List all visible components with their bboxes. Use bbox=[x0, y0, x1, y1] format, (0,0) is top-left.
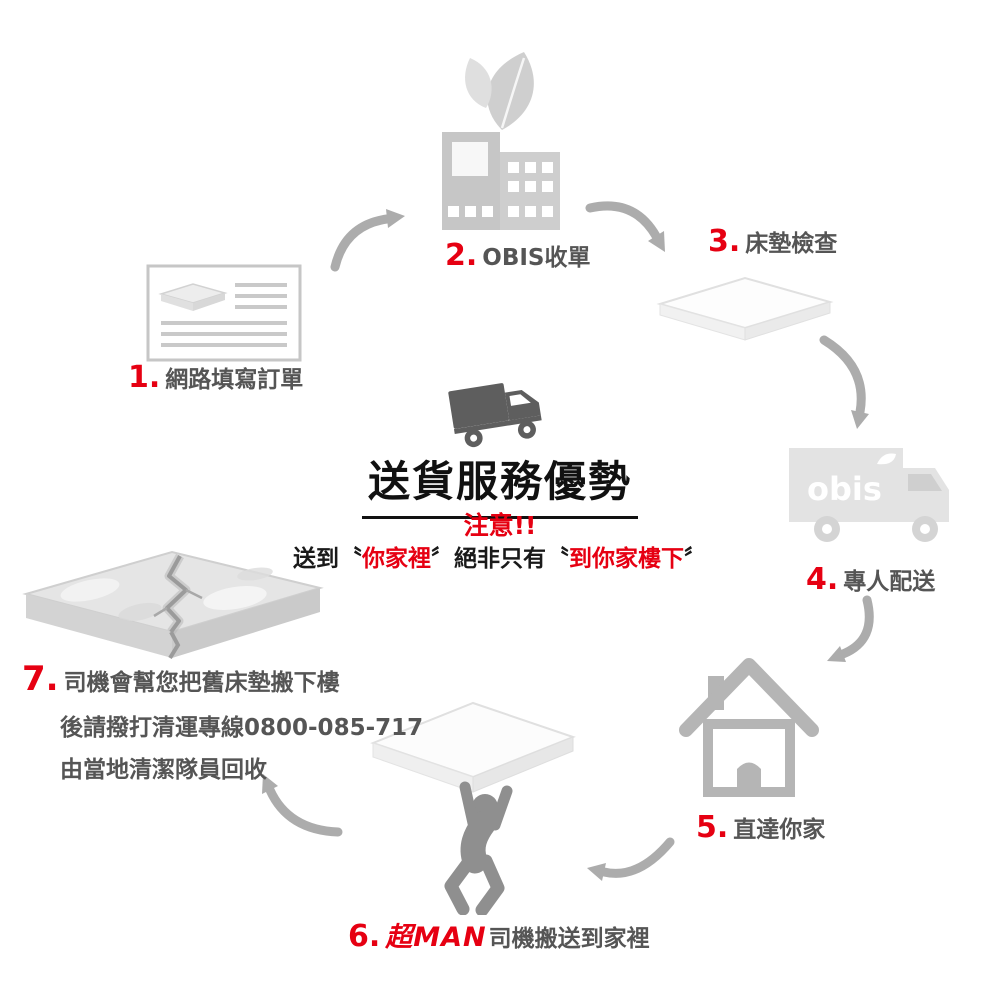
arrow-step6-to-step7-icon bbox=[250, 768, 345, 843]
tagline-segment-2: 絕非只有 bbox=[454, 546, 546, 572]
step-2-text: OBIS收單 bbox=[482, 245, 591, 271]
mattress-icon bbox=[652, 272, 838, 342]
step-4-text: 專人配送 bbox=[843, 569, 936, 595]
arrow-step5-to-step6-icon bbox=[578, 832, 678, 887]
step-5-label: 5. 直達你家 bbox=[696, 810, 825, 844]
step-2-number: 2. bbox=[445, 238, 478, 273]
house-icon bbox=[678, 650, 820, 808]
tagline: 送到〝你家裡〞絕非只有〝到你家樓下〞 bbox=[293, 539, 707, 573]
step-1-text: 網路填寫訂單 bbox=[165, 367, 304, 393]
arrow-step2-to-step3-icon bbox=[582, 198, 677, 258]
old-mattress-icon bbox=[20, 546, 328, 668]
notice-text: 注意!! bbox=[463, 511, 537, 540]
step-6-text: 司機搬送到家裡 bbox=[488, 926, 650, 952]
arrow-step4-to-step5-icon bbox=[815, 592, 885, 672]
step-7-text: 司機會幫您把舊床墊搬下樓 bbox=[63, 670, 340, 696]
tagline-highlight-1: 你家裡 bbox=[362, 546, 431, 572]
order-form-icon bbox=[145, 263, 303, 363]
leaf-icon bbox=[452, 46, 552, 132]
step-1-label: 1. 網路填寫訂單 bbox=[128, 360, 303, 394]
step-7-number: 7. bbox=[22, 659, 59, 699]
arrow-step3-to-step4-icon bbox=[808, 332, 883, 437]
step-6-number: 6. bbox=[348, 919, 381, 954]
step-6-label: 6. 超MAN 司機搬送到家裡 bbox=[348, 915, 650, 954]
truck-brand-text: obis bbox=[807, 470, 882, 508]
tagline-quote-open: 〝 bbox=[339, 546, 362, 572]
mover-man-icon bbox=[365, 695, 580, 915]
step-2-label: 2. OBIS收單 bbox=[445, 238, 591, 272]
tagline-quote-open-2: 〝 bbox=[546, 546, 569, 572]
step-3-text: 床墊檢查 bbox=[745, 231, 838, 257]
step-3-number: 3. bbox=[708, 224, 741, 259]
step-5-number: 5. bbox=[696, 810, 729, 845]
step-1-number: 1. bbox=[128, 360, 161, 395]
step-3-label: 3. 床墊檢查 bbox=[708, 224, 837, 258]
step-7-line3: 由當地清潔隊員回收 bbox=[60, 757, 267, 783]
step-5-text: 直達你家 bbox=[733, 817, 826, 843]
arrow-step1-to-step2-icon bbox=[325, 205, 410, 275]
tagline-highlight-2: 到你家樓下 bbox=[569, 546, 684, 572]
tagline-segment: 送到 bbox=[293, 546, 339, 572]
delivery-truck-icon: obis bbox=[785, 432, 965, 567]
tagline-quote-close-2: 〞 bbox=[684, 546, 707, 572]
building-icon bbox=[438, 126, 564, 234]
step-4-number: 4. bbox=[806, 562, 839, 597]
section-title: 送貨服務優勢 bbox=[361, 448, 639, 519]
tagline-quote-close: 〞 bbox=[431, 546, 454, 572]
step-7-label: 7. 司機會幫您把舊床墊搬下樓 bbox=[22, 662, 340, 697]
step-7-line2: 後請撥打清運專線0800-085-717 bbox=[60, 715, 424, 741]
center-truck-icon bbox=[446, 376, 551, 450]
step-6-brand: 超MAN bbox=[385, 922, 487, 953]
step-4-label: 4. 專人配送 bbox=[806, 562, 935, 596]
